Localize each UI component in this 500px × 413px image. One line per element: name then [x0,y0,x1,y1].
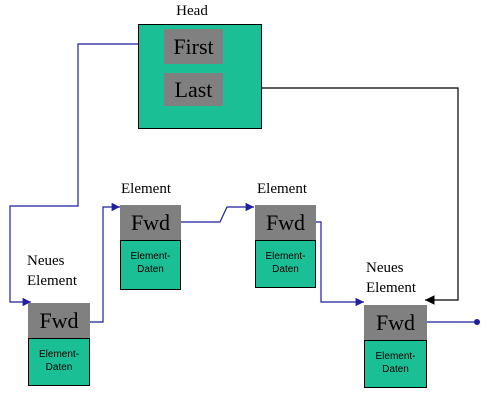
element-data-box: Element- Daten [255,240,316,288]
last-pointer-arrow [220,87,459,305]
head-box: First Last [138,24,262,129]
fwd-field: Fwd [120,205,181,240]
element-data-box: Element- Daten [28,338,90,386]
new-element-fwd-arrow [90,202,120,323]
fwd-field: Fwd [364,305,427,340]
element-data-label: Daten [382,364,409,375]
element-data-label: Daten [45,362,73,373]
node-title: Element [121,181,171,197]
element1-fwd-arrow [180,202,254,223]
element-data-box: Element- Daten [120,240,181,290]
node-title: Element [366,280,416,296]
node-title: Element [27,273,77,289]
element-data-label: Daten [272,264,299,275]
element-data-label: Daten [137,264,164,275]
element2-fwd-arrow [316,221,364,307]
last-field: Last [164,73,223,106]
first-pointer-arrow [9,43,163,307]
node-title: Neues [366,260,404,276]
fwd-field: Fwd [255,205,316,240]
first-field: First [164,29,223,64]
null-pointer-dot [474,319,480,325]
fwd-field: Fwd [28,303,90,338]
node-title: Neues [27,253,65,269]
element-data-label: Element- [265,251,306,262]
element-data-label: Element- [375,351,416,362]
head-title: Head [176,3,208,19]
element-data-label: Element- [38,349,79,360]
element-data-label: Element- [130,251,171,262]
node-title: Element [257,181,307,197]
element-data-box: Element- Daten [364,340,427,388]
